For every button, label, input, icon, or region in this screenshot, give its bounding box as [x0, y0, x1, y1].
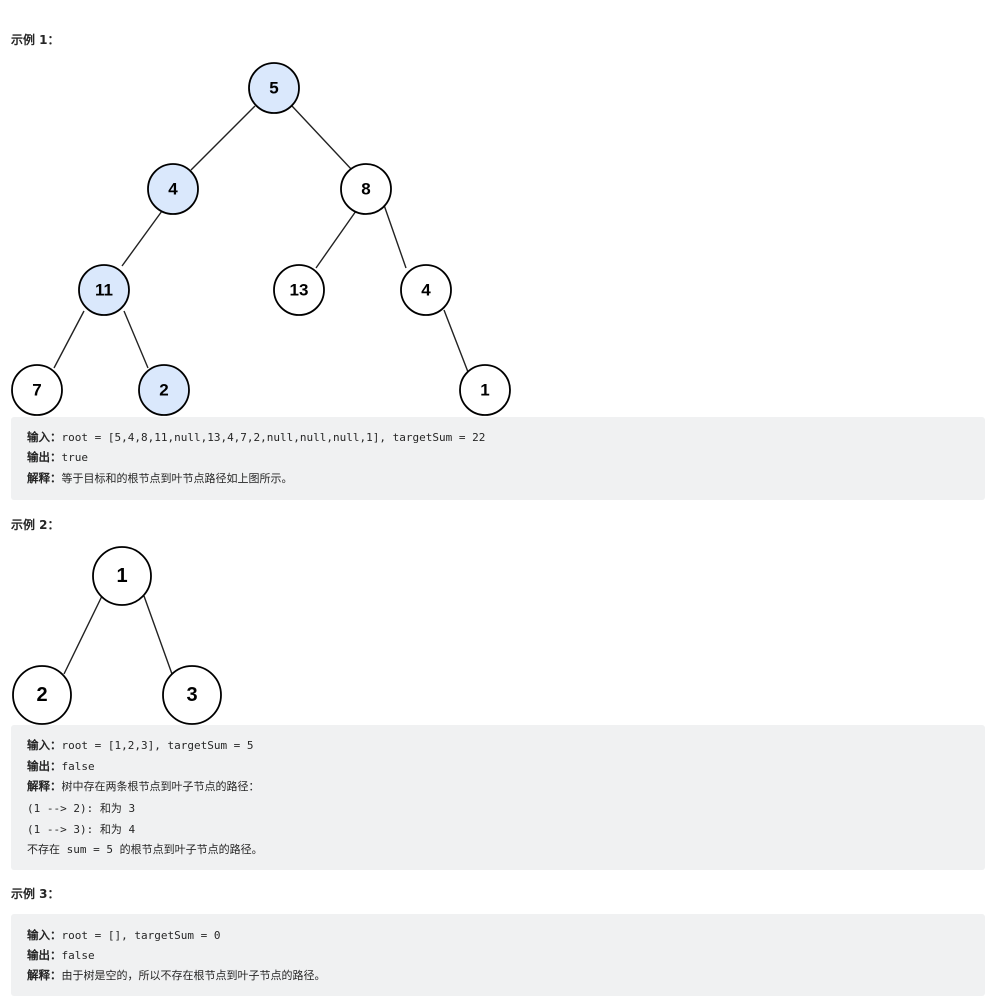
node-label: 5 [269, 79, 278, 98]
example-2-code-block: 输入：root = [1,2,3], targetSum = 5 输出：fals… [11, 725, 985, 870]
node-label: 13 [290, 281, 309, 300]
node-label: 3 [186, 684, 197, 706]
edge [63, 595, 103, 675]
explain-label: 解释： [27, 779, 62, 793]
tree-node: 4 [400, 264, 452, 316]
edge [190, 105, 256, 171]
node-label: 1 [480, 381, 489, 400]
tree-node: 2 [138, 364, 190, 416]
tree-node: 1 [92, 546, 152, 606]
explain-label: 解释： [27, 968, 62, 982]
tree-node: 1 [459, 364, 511, 416]
explain-label: 解释： [27, 471, 62, 485]
input-label: 输入： [27, 430, 62, 444]
output-label: 输出： [27, 759, 62, 773]
input-line: 输入：root = [5,4,8,11,null,13,4,7,2,null,n… [27, 429, 485, 445]
explain-value: 由于树是空的，所以不存在根节点到叶子节点的路径。 [61, 969, 326, 982]
explain-line: 解释：由于树是空的，所以不存在根节点到叶子节点的路径。 [27, 967, 326, 983]
path-line: (1 --> 3): 和为 4 [27, 823, 136, 836]
input-value: root = [], targetSum = 0 [61, 929, 221, 942]
explain-line: 解释：等于目标和的根节点到叶节点路径如上图所示。 [27, 470, 293, 486]
example-1-tree-diagram: 5 4 8 11 13 4 7 2 1 [11, 62, 511, 416]
edge [315, 210, 357, 269]
example-1-heading: 示例 1： [11, 33, 60, 47]
conclusion-line: 不存在 sum = 5 的根节点到叶子节点的路径。 [27, 843, 263, 856]
input-label: 输入： [27, 738, 62, 752]
output-line: 输出：false [27, 758, 95, 774]
output-value: false [61, 949, 95, 962]
edge [143, 595, 173, 675]
output-label: 输出： [27, 948, 62, 962]
input-value: root = [5,4,8,11,null,13,4,7,2,null,null… [61, 431, 486, 444]
input-label: 输入： [27, 928, 62, 942]
node-label: 2 [36, 684, 47, 706]
tree-node: 11 [78, 264, 130, 316]
node-label: 8 [361, 180, 370, 199]
node-label: 2 [159, 381, 168, 400]
tree-node: 13 [273, 264, 325, 316]
explain-value: 树中存在两条根节点到叶子节点的路径： [61, 780, 260, 793]
edge [291, 105, 353, 171]
example-3-heading: 示例 3： [11, 887, 60, 901]
node-label: 4 [168, 180, 178, 199]
example-2-heading: 示例 2： [11, 518, 60, 532]
example-1-code-block: 输入：root = [5,4,8,11,null,13,4,7,2,null,n… [11, 417, 985, 500]
input-value: root = [1,2,3], targetSum = 5 [61, 739, 254, 752]
explain-line: 解释：树中存在两条根节点到叶子节点的路径： [27, 778, 260, 794]
node-label: 4 [421, 281, 431, 300]
tree-node: 5 [248, 62, 300, 114]
tree-node: 2 [12, 665, 72, 725]
output-label: 输出： [27, 450, 62, 464]
output-value: true [61, 451, 89, 464]
input-line: 输入：root = [1,2,3], targetSum = 5 [27, 737, 254, 753]
tree-node: 3 [162, 665, 222, 725]
tree-node: 7 [11, 364, 63, 416]
tree-node: 4 [147, 163, 199, 215]
edge [383, 204, 407, 269]
output-line: 输出：true [27, 449, 88, 465]
edge [121, 210, 163, 267]
output-value: false [61, 760, 95, 773]
path-line: (1 --> 2): 和为 3 [27, 802, 136, 815]
example-3-code-block: 输入：root = [], targetSum = 0 输出：false 解释：… [11, 914, 985, 996]
node-label: 7 [32, 381, 41, 400]
output-line: 输出：false [27, 947, 95, 963]
edge [123, 310, 149, 369]
edge [53, 310, 85, 369]
example-2-tree-diagram: 1 2 3 [12, 546, 222, 725]
edge [443, 309, 469, 373]
input-line: 输入：root = [], targetSum = 0 [27, 927, 220, 943]
explain-value: 等于目标和的根节点到叶节点路径如上图所示。 [61, 472, 293, 485]
tree-node: 8 [340, 163, 392, 215]
node-label: 1 [116, 565, 127, 587]
node-label: 11 [95, 281, 113, 300]
